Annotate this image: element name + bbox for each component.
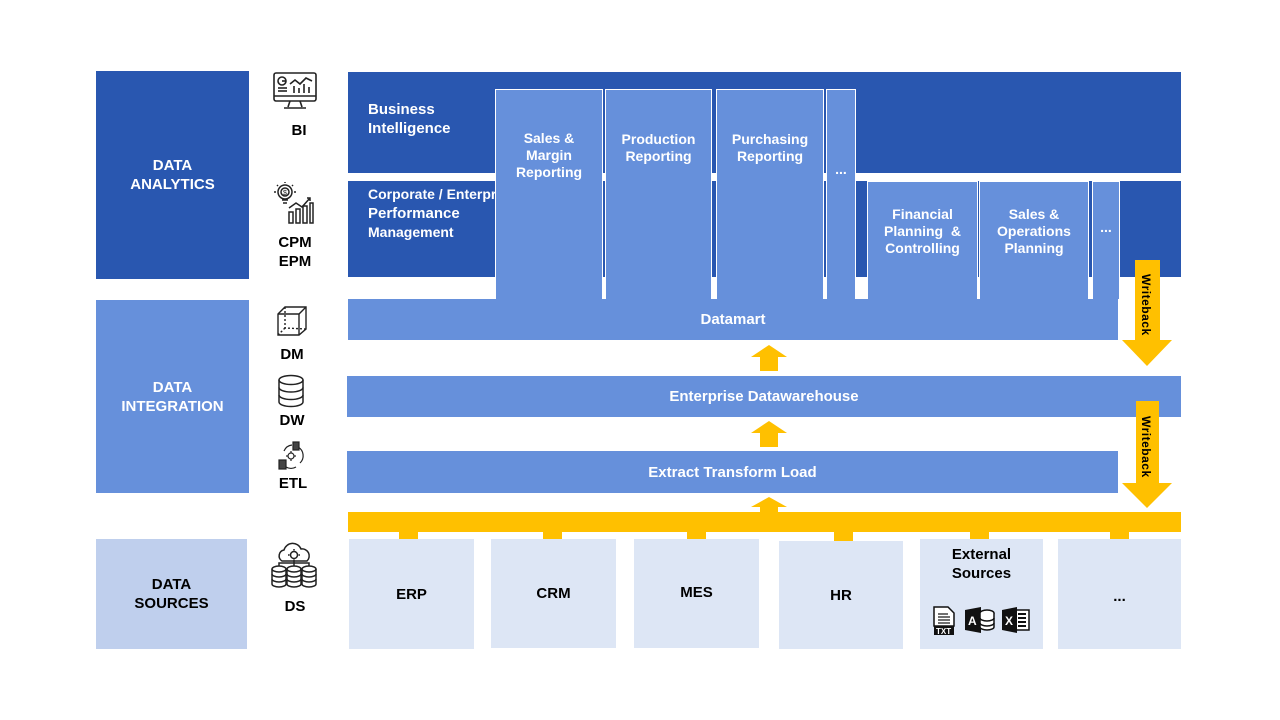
source-hr: HR bbox=[779, 541, 903, 649]
excel-file-icon: X bbox=[1002, 607, 1030, 633]
column-label-line: Sales & bbox=[523, 130, 575, 146]
band-title-line: Management bbox=[368, 224, 454, 240]
up-arrow-icon bbox=[751, 345, 787, 371]
svg-text:$: $ bbox=[283, 190, 287, 197]
layer-data-analytics: DATA ANALYTICS bbox=[96, 71, 249, 279]
bi-column-production-reporting: Production Reporting bbox=[605, 89, 712, 300]
bus-connector bbox=[834, 531, 853, 544]
column-label-line: ... bbox=[835, 161, 847, 177]
access-database-icon: A bbox=[965, 607, 995, 633]
layer-label: DATA ANALYTICS bbox=[130, 156, 214, 194]
layer-label: DATA SOURCES bbox=[134, 575, 208, 613]
tier-abbr-dm: DM bbox=[280, 346, 304, 363]
cpm-column-sales-operations-planning: Sales & Operations Planning bbox=[979, 181, 1089, 300]
txt-file-icon: TXT bbox=[933, 606, 955, 636]
source-label: External Sources bbox=[920, 539, 1043, 583]
source-erp: ERP bbox=[349, 539, 474, 649]
writeback-label: Writeback bbox=[1139, 274, 1153, 336]
column-label-line: Reporting bbox=[625, 147, 692, 164]
tier-abbr-cpm-epm: CPM EPM bbox=[268, 233, 322, 271]
column-label-line: Production bbox=[621, 130, 696, 147]
column-label-line: Planning bbox=[1004, 240, 1064, 256]
svg-text:X: X bbox=[1005, 614, 1013, 628]
lightbulb-dollar-chart-icon: $ bbox=[272, 181, 314, 225]
layer-label-line: DATA bbox=[152, 157, 193, 174]
source-label-line: Sources bbox=[951, 565, 1012, 582]
writeback-arrow: Writeback bbox=[1122, 401, 1172, 508]
band-title-line: Corporate / Enterprise bbox=[368, 186, 516, 202]
source-label-line: External bbox=[951, 546, 1012, 563]
band-title-line: Performance bbox=[368, 205, 460, 222]
svg-text:TXT: TXT bbox=[936, 627, 951, 636]
up-arrow-icon bbox=[751, 421, 787, 447]
up-arrow-icon bbox=[751, 497, 787, 513]
cpm-column-more: ... bbox=[1092, 181, 1120, 300]
data-bus-bar bbox=[348, 512, 1181, 532]
database-icon bbox=[277, 374, 305, 408]
column-label-line: Financial bbox=[892, 206, 953, 222]
column-label-line: Reporting bbox=[736, 147, 804, 164]
layer-label-line: DATA bbox=[151, 576, 192, 593]
column-label-line: Margin bbox=[526, 147, 572, 163]
layer-data-integration: DATA INTEGRATION bbox=[96, 300, 249, 493]
tier-abbr-dw: DW bbox=[279, 412, 305, 429]
cloud-databases-icon bbox=[270, 541, 318, 589]
tier-abbr-line: EPM bbox=[278, 253, 312, 270]
layer-label-line: SOURCES bbox=[134, 595, 209, 612]
column-label-line: Purchasing bbox=[731, 130, 809, 147]
layer-label-line: DATA bbox=[152, 378, 193, 396]
cube-icon bbox=[276, 305, 308, 337]
writeback-label: Writeback bbox=[1139, 416, 1153, 478]
layer-label-line: ANALYTICS bbox=[130, 176, 215, 193]
bi-column-sales-margin-reporting: Sales & Margin Reporting bbox=[495, 89, 603, 300]
source-more: ... bbox=[1058, 539, 1181, 649]
source-external: External Sources TXT A X bbox=[920, 539, 1043, 649]
tier-abbr-bi: BI bbox=[291, 122, 307, 139]
writeback-arrow: Writeback bbox=[1122, 260, 1172, 366]
layer-label: DATA INTEGRATION bbox=[121, 378, 223, 416]
column-label-line: Sales & bbox=[1008, 206, 1060, 222]
layer-label-line: INTEGRATION bbox=[121, 397, 224, 415]
datawarehouse-band: Enterprise Datawarehouse bbox=[347, 376, 1181, 417]
cpm-column-financial-planning: Financial Planning & Controlling bbox=[867, 181, 978, 300]
svg-text:A: A bbox=[968, 614, 977, 628]
source-mes: MES bbox=[634, 539, 759, 648]
column-label-line: Operations bbox=[997, 223, 1071, 239]
column-label-line: Planning & bbox=[884, 223, 961, 239]
band-title-line: Business bbox=[368, 101, 435, 118]
band-title-line: Intelligence bbox=[368, 120, 451, 137]
layer-data-sources: DATA SOURCES bbox=[96, 539, 247, 649]
source-crm: CRM bbox=[491, 539, 616, 648]
band-title: Business Intelligence bbox=[368, 100, 451, 138]
datamart-band: Datamart bbox=[348, 299, 1118, 340]
tier-abbr-ds: DS bbox=[284, 598, 306, 615]
tier-abbr-etl: ETL bbox=[278, 475, 308, 492]
bi-column-more: ... bbox=[826, 89, 856, 300]
column-label-line: Reporting bbox=[515, 164, 583, 180]
etl-band: Extract Transform Load bbox=[347, 451, 1118, 493]
monitor-chart-icon bbox=[272, 71, 318, 111]
column-label-line: Controlling bbox=[885, 240, 960, 256]
column-label-line: ... bbox=[1100, 219, 1112, 235]
tier-abbr-line: CPM bbox=[278, 234, 312, 251]
etl-cycle-icon bbox=[276, 441, 306, 471]
bi-column-purchasing-reporting: Purchasing Reporting bbox=[716, 89, 824, 300]
band-title: Corporate / Enterprise Performance Manag… bbox=[368, 185, 516, 241]
